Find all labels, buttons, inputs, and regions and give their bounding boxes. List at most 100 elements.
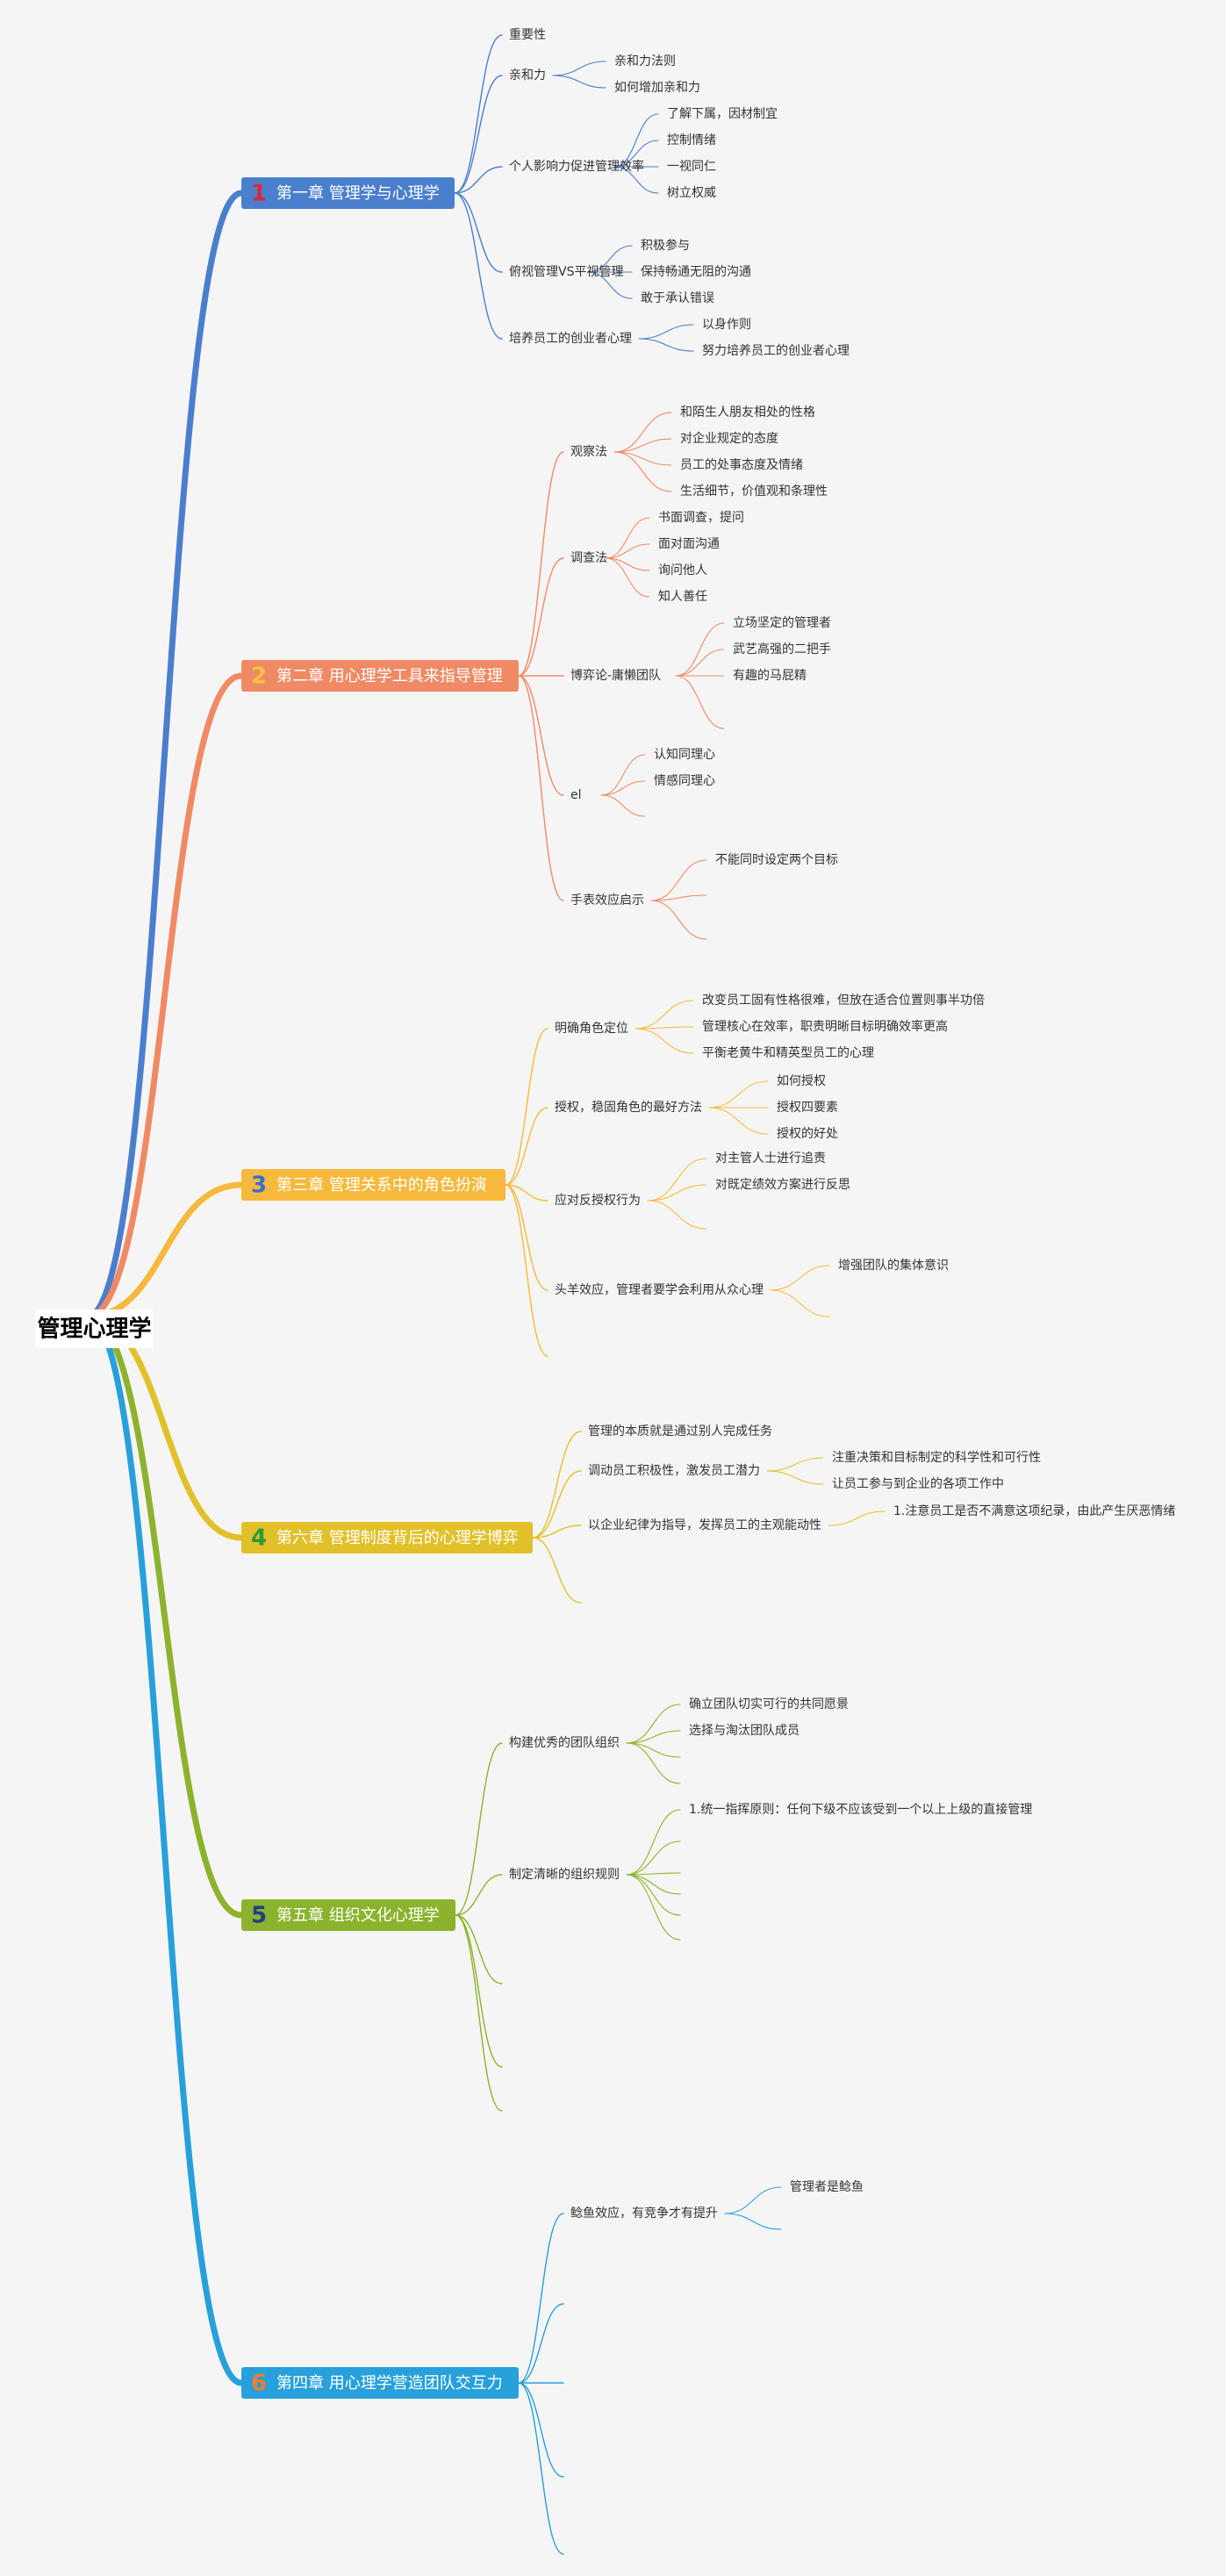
connector-l3	[638, 338, 694, 352]
connector-l3	[675, 622, 725, 677]
topic-node: el	[570, 788, 582, 802]
connector-l2	[455, 1914, 503, 2112]
subtopic-node: 让员工参与到企业的各项工作中	[832, 1476, 1004, 1491]
connector-l3	[613, 113, 659, 168]
subtopic-node: 如何增加亲和力	[614, 81, 700, 95]
subtopic-node: 授权四要素	[777, 1101, 838, 1115]
branch-chapter-2	[84, 672, 245, 1320]
connector-l3	[647, 1158, 707, 1202]
connector-l3	[635, 1026, 694, 1030]
subtopic-node: 有趣的马屁精	[733, 669, 807, 683]
branch-chapter-6	[84, 1313, 245, 2386]
subtopic-node: 树立权威	[667, 186, 716, 200]
connector-l3	[605, 517, 650, 559]
topic-node: 管理的本质就是通过别人完成任务	[588, 1424, 772, 1439]
chapter-number-3: 3	[251, 1173, 267, 1199]
chapter-node-3[interactable]	[241, 1169, 505, 1201]
connector-l2	[455, 1914, 503, 1984]
connector-l3	[770, 1289, 830, 1317]
subtopic-node: 不能同时设定两个目标	[715, 853, 838, 867]
connector-l3	[766, 1457, 824, 1472]
topic-node: 鲶鱼效应，有竞争才有提升	[570, 2206, 718, 2221]
topic-node: 构建优秀的团队组织	[509, 1736, 620, 1750]
connector-l2	[455, 1914, 503, 2068]
subtopic-node: 对既定绩效方案进行反思	[715, 1177, 850, 1192]
connector-l2	[454, 75, 503, 194]
chapter-label-6: 第四章 用心理学营造团队交互力	[276, 2374, 503, 2393]
connector-l2	[518, 2382, 564, 2555]
connector-l3	[626, 1730, 681, 1744]
topic-node: 制定清晰的组织规则	[509, 1868, 620, 1882]
connector-l2	[518, 2213, 564, 2384]
connector-l3	[600, 794, 646, 817]
subtopic-node: 面对面沟通	[658, 537, 720, 551]
connector-l3	[552, 61, 606, 76]
connector-l3	[828, 1510, 885, 1526]
connector-l3	[613, 451, 672, 466]
chapter-number-5: 5	[251, 1903, 267, 1929]
subtopic-node: 书面调查，提问	[658, 511, 744, 525]
connector-l3	[675, 675, 725, 729]
connector-l2	[505, 1107, 548, 1186]
chapter-node-6[interactable]	[241, 2367, 519, 2399]
connector-l3	[626, 1874, 681, 1941]
subtopic-node: 注重决策和目标制定的科学性和可行性	[832, 1450, 1041, 1465]
chapter-label-1: 第一章 管理学与心理学	[276, 184, 440, 203]
subtopic-node: 确立团队切实可行的共同愿景	[689, 1697, 849, 1711]
subtopic-node: 控制情绪	[667, 133, 716, 147]
connector-l3	[724, 2213, 782, 2230]
connector-l3	[613, 438, 672, 453]
chapter-node-2[interactable]	[241, 660, 519, 692]
connector-l2	[454, 192, 503, 340]
subtopic-node: 如何授权	[777, 1074, 826, 1088]
connector-l3	[605, 543, 650, 559]
topic-node: 调查法	[570, 551, 607, 565]
connector-l2	[505, 1184, 548, 1291]
connector-l3	[613, 451, 672, 492]
topic-node: 观察法	[570, 444, 607, 459]
connector-l3	[626, 1704, 681, 1744]
topic-node: 个人影响力促进管理效率	[509, 159, 644, 174]
connector-l2	[455, 1742, 503, 1916]
connector-l3	[626, 1742, 681, 1784]
connector-l3	[724, 2186, 782, 2214]
branch-chapter-1	[84, 190, 245, 1320]
chapter-label-5: 第五章 组织文化心理学	[276, 1906, 440, 1925]
subtopic-node: 改变员工固有性格很难，但放在适合位置则事半功倍	[702, 994, 985, 1008]
connector-l2	[505, 1184, 548, 1202]
subtopic-node: 对企业规定的态度	[680, 431, 778, 446]
chapter-number-2: 2	[251, 664, 267, 690]
subtopic-node: 和陌生人朋友相处的性格	[680, 405, 815, 420]
connector-l2	[532, 1470, 582, 1539]
subtopic-node: 对主管人士进行追责	[715, 1152, 826, 1166]
subtopic-node: 知人善任	[658, 589, 707, 604]
connector-l3	[626, 1742, 681, 1758]
connector-l3	[626, 1841, 681, 1876]
connector-l3	[605, 557, 650, 598]
subtopic-node: 亲和力法则	[614, 54, 676, 68]
connector-l3	[600, 780, 646, 796]
connector-l3	[613, 166, 659, 194]
connector-l3	[635, 1028, 694, 1054]
topic-node: 培养员工的创业者心理	[509, 332, 632, 346]
connector-l3	[770, 1265, 830, 1291]
chapter-node-4[interactable]	[241, 1522, 533, 1553]
connector-l3	[638, 324, 694, 340]
connector-l3	[552, 75, 606, 89]
subtopic-node: 积极参与	[641, 238, 690, 253]
chapter-node-1[interactable]	[241, 177, 455, 209]
subtopic-node: 员工的处事态度及情绪	[680, 458, 803, 472]
chapter-number-4: 4	[251, 1525, 267, 1552]
subtopic-node: 平衡老黄牛和精英型员工的心理	[702, 1045, 874, 1060]
topic-node: 以企业纪律为指导，发挥员工的主观能动性	[588, 1518, 821, 1532]
connector-l3	[635, 1000, 694, 1030]
subtopic-node: 保持畅通无阻的沟通	[641, 265, 751, 279]
root-node[interactable]	[35, 1310, 154, 1348]
topic-node: 应对反授权行为	[555, 1193, 641, 1208]
chapter-node-5[interactable]	[241, 1899, 455, 1931]
subtopic-node: 增强团队的集体意识	[838, 1258, 949, 1273]
connector-l2	[532, 1431, 582, 1539]
connector-l2	[518, 557, 564, 677]
